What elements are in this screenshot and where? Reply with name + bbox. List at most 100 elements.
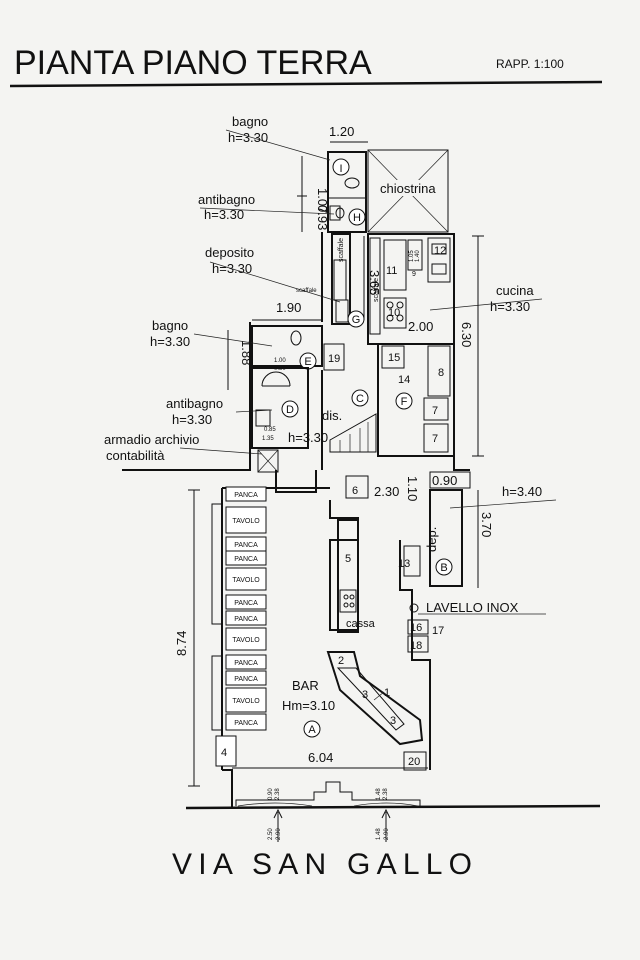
svg-text:5: 5 <box>345 553 351 565</box>
panca-label: PANCA <box>234 660 258 667</box>
svg-text:12: 12 <box>434 245 446 257</box>
svg-text:2: 2 <box>338 655 344 667</box>
svg-text:3: 3 <box>390 715 396 727</box>
plan-title: PIANTA PIANO TERRA <box>14 44 372 82</box>
wall-niche <box>211 503 223 731</box>
stair <box>329 413 377 453</box>
svg-text:1.48: 1.48 <box>376 828 382 840</box>
svg-text:1.40: 1.40 <box>415 250 421 262</box>
svg-text:scaffale: scaffale <box>373 278 380 302</box>
cabinet-4 <box>215 735 237 767</box>
wall-segment <box>122 232 323 493</box>
dis-label: dis. <box>322 408 342 423</box>
dim-1-20: 1.20 <box>329 124 354 139</box>
dep-height: h=3.40 <box>502 484 542 499</box>
svg-text:4: 4 <box>221 747 227 759</box>
antibagno-2-label: antibagno <box>166 396 223 411</box>
cucina-label: cucina <box>496 283 534 298</box>
bar-label: BAR <box>292 678 319 693</box>
bar-service-fixtures <box>403 545 429 771</box>
antibagno-2-room <box>251 367 309 449</box>
svg-text:A: A <box>308 724 316 736</box>
svg-text:2.38: 2.38 <box>383 788 389 800</box>
dim-1-90: 1.90 <box>276 300 301 315</box>
panca-label: PANCA <box>234 616 258 623</box>
dim-3-70: 3.70 <box>479 512 494 537</box>
svg-text:20: 20 <box>408 756 420 768</box>
room-marker-h <box>348 208 366 226</box>
svg-text:I: I <box>339 163 342 175</box>
archivio-cabinet <box>257 449 279 473</box>
svg-text:E: E <box>304 356 311 368</box>
svg-text:14: 14 <box>398 374 410 386</box>
svg-text:13: 13 <box>398 558 410 570</box>
street-name: VIA SAN GALLO <box>172 848 472 881</box>
chiostrina-label: chiostrina <box>380 181 436 196</box>
svg-text:1.00: 1.00 <box>274 358 286 364</box>
svg-text:3: 3 <box>362 689 368 701</box>
tavolo-box <box>225 627 267 651</box>
svg-text:1.48: 1.48 <box>376 788 382 800</box>
bar-walls <box>221 487 431 808</box>
stove-icon <box>383 297 407 329</box>
svg-text:H: H <box>353 212 361 224</box>
panca-box <box>225 713 267 731</box>
leader-line <box>225 129 331 161</box>
dim-1-10: 1.10 <box>405 476 420 501</box>
panca-box <box>225 610 267 626</box>
panca-label: PANCA <box>234 720 258 727</box>
room-marker-f <box>395 392 413 410</box>
svg-text:10: 10 <box>388 307 400 319</box>
bagno-2-room <box>251 325 345 371</box>
sink-icon <box>329 205 341 221</box>
svg-text:19: 19 <box>328 353 340 365</box>
room-marker-d <box>281 400 299 418</box>
room-marker-g <box>347 310 365 328</box>
deposito-room: scaffale <box>331 233 351 325</box>
svg-text:0.90: 0.90 <box>268 788 274 800</box>
svg-text:15: 15 <box>388 352 400 364</box>
wc-icon-2 <box>290 330 302 346</box>
archivio-label-2: contabilità <box>106 448 165 463</box>
svg-text:2.90: 2.90 <box>276 828 282 840</box>
cassa-counter <box>337 519 359 633</box>
dep-label: dep. <box>424 527 439 552</box>
panca-label: PANCA <box>234 556 258 563</box>
dim-3-65: 3.65 <box>367 270 382 295</box>
appliance-icon <box>427 237 451 283</box>
scaffale-label: scaffale <box>338 238 345 262</box>
dim-2-00: 2.00 <box>408 319 433 334</box>
room-marker-b <box>435 558 453 576</box>
cucina-height: h=3.30 <box>490 299 530 314</box>
street-line <box>185 804 601 810</box>
tavolo-label: TAVOLO <box>232 637 260 644</box>
panca-label: PANCA <box>234 542 258 549</box>
svg-text:6: 6 <box>352 485 358 497</box>
svg-text:0.85: 0.85 <box>264 427 276 433</box>
scale-label: RAPP. 1:100 <box>496 57 564 71</box>
dim-0-90: 0.90 <box>432 473 457 488</box>
dep-room <box>429 489 463 587</box>
svg-text:2.50: 2.50 <box>268 828 274 840</box>
tavolo-label: TAVOLO <box>232 577 260 584</box>
svg-text:1: 1 <box>384 687 390 699</box>
cassa-label: cassa <box>346 618 376 630</box>
svg-text:G: G <box>352 314 361 326</box>
tavolo-box <box>225 567 267 591</box>
svg-text:7: 7 <box>432 433 438 445</box>
dim-8-74: 8.74 <box>174 631 189 656</box>
panca-label: PANCA <box>234 600 258 607</box>
service-corridor <box>345 471 471 499</box>
panca-label: PANCA <box>234 676 258 683</box>
svg-text:8: 8 <box>438 367 444 379</box>
bagno-2-label: bagno <box>152 318 188 333</box>
bagno-1-block <box>327 151 367 233</box>
room-marker-i <box>332 158 350 176</box>
svg-text:1.05: 1.05 <box>409 250 415 262</box>
svg-text:2.90: 2.90 <box>384 828 390 840</box>
svg-text:D: D <box>286 404 294 416</box>
svg-text:7: 7 <box>432 405 438 417</box>
tavolo-label: TAVOLO <box>232 698 260 705</box>
dis-height: h=3.30 <box>288 430 328 445</box>
